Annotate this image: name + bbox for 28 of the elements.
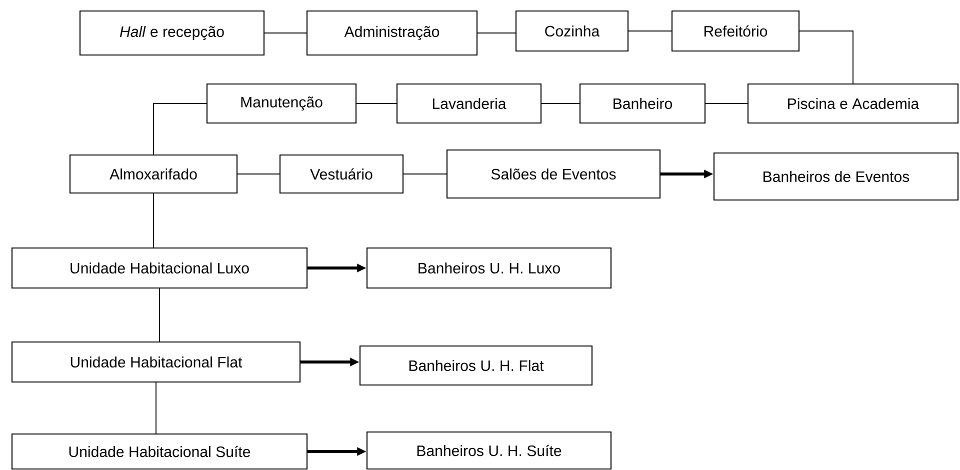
connector-line xyxy=(628,30,672,32)
process-box: Almoxarifado xyxy=(69,154,238,194)
process-box: Refeitório xyxy=(671,10,800,52)
process-box: Unidade Habitacional Luxo xyxy=(11,247,308,289)
process-box: Banheiros U. H. Suíte xyxy=(366,431,612,470)
process-box: Hall e recepção xyxy=(79,10,265,56)
connector-line xyxy=(541,103,580,104)
process-box: Vestuário xyxy=(279,154,404,194)
process-box: Banheiros U. H. Flat xyxy=(359,345,593,386)
connector-line xyxy=(153,193,154,248)
connector-line xyxy=(153,103,207,155)
process-box: Unidade Habitacional Suíte xyxy=(11,433,308,470)
process-box: Piscina e Academia xyxy=(747,83,959,124)
process-box: Administração xyxy=(306,10,478,56)
process-box: Lavanderia xyxy=(396,83,542,124)
connector-line xyxy=(356,103,397,104)
process-box: Banheiros de Eventos xyxy=(713,152,959,201)
process-box: Banheiros U. H. Luxo xyxy=(366,247,612,289)
process-box: Manutenção xyxy=(206,83,357,124)
connector-line xyxy=(159,288,160,342)
connector-line xyxy=(477,32,516,34)
process-box: Unidade Habitacional Flat xyxy=(11,341,301,383)
connector-line xyxy=(264,32,307,34)
connector-line xyxy=(705,103,748,104)
process-box: Cozinha xyxy=(515,10,629,52)
process-box: Salões de Eventos xyxy=(446,149,661,199)
connector-line xyxy=(799,30,854,84)
process-box: Banheiro xyxy=(579,83,706,124)
